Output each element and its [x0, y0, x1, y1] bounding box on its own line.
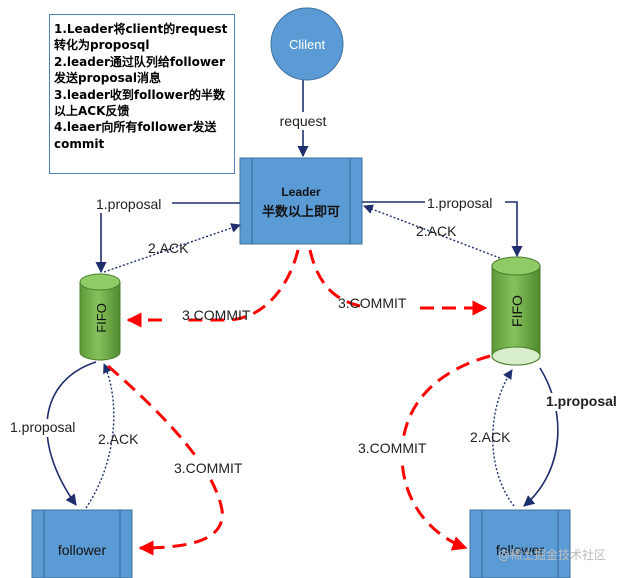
ack-right-top-label: 2.ACK — [416, 223, 457, 239]
ack-right-top-arrow — [363, 204, 501, 259]
note-line-1: 1.Leader将client的request — [54, 22, 228, 36]
proposal-left-bottom-arrow — [46, 361, 97, 506]
note-line-3: 2.leader通过队列给follower — [54, 54, 225, 69]
leader-title: Leader — [281, 185, 321, 199]
commit-left-bottom-label: 3.COMMIT — [174, 460, 243, 476]
commit-left-bottom-arrow — [107, 364, 224, 556]
proposal-right-top-label-bg — [425, 194, 505, 212]
client-label: Clilent — [289, 37, 326, 52]
note-line-7: 4.leaer向所有follower发送 — [54, 120, 217, 135]
ack-right-bottom-label: 2.ACK — [470, 429, 511, 445]
commit-right-bottom-label-bg — [356, 440, 438, 458]
fifo-left-node: FIFO — [79, 273, 121, 361]
proposal-left-top-label: 1.proposal — [96, 196, 161, 212]
ack-left-top-label: 2.ACK — [148, 240, 189, 256]
fifo-right-label: FIFO — [509, 295, 525, 327]
commit-left-top-label: 3.COMMIT — [182, 307, 251, 323]
note-line-4: 发送proposal消息 — [54, 71, 161, 86]
commit-left-bottom-label-bg — [172, 460, 256, 478]
note-line-5: 3.leader收到follower的半数 — [54, 87, 225, 102]
note-line-6: 以上ACK反馈 — [54, 104, 130, 119]
watermark-text: @稀土掘金技术社区 — [498, 548, 607, 562]
ack-left-bottom-label: 2.ACK — [98, 431, 139, 447]
leader-subtitle: 半数以上即可 — [262, 204, 340, 220]
client-node: Clilent — [270, 7, 344, 81]
fifo-left-label: FIFO — [94, 303, 109, 333]
proposal-right-top-arrow — [362, 201, 523, 258]
follower-left-label: follower — [58, 542, 107, 558]
fifo-right-node: FIFO — [491, 256, 541, 366]
follower-left-node: follower — [31, 509, 133, 578]
request-label-bg — [272, 112, 336, 130]
commit-left-top-arrow-a — [186, 249, 300, 322]
request-label: request — [280, 113, 327, 129]
ack-left-bottom-arrow — [85, 363, 115, 509]
proposal-right-bottom-label-bg — [544, 393, 630, 411]
proposal-left-top-label-bg — [94, 195, 172, 213]
commit-right-bottom-label: 3.COMMIT — [358, 440, 427, 456]
proposal-left-bottom-label: 1.proposal — [10, 419, 75, 435]
proposal-left-top-arrow — [95, 202, 240, 274]
proposal-right-bottom-label: 1.proposal — [546, 393, 617, 409]
leader-node: Leader 半数以上即可 — [239, 157, 363, 245]
commit-right-top-label: 3.COMMIT — [338, 295, 407, 311]
follower-right-label: follower — [496, 542, 545, 558]
follower-right-node: follower — [469, 509, 571, 578]
commit-right-top-arrow-a — [308, 249, 361, 308]
note-line-2: 转化为proposql — [54, 38, 150, 53]
note-line-8: commit — [54, 136, 105, 151]
proposal-right-top-label: 1.proposal — [427, 195, 492, 211]
proposal-left-bottom-label-bg — [8, 419, 88, 437]
proposal-right-bottom-arrow — [523, 367, 559, 507]
legend-note-box: 1.Leader将client的request 转化为proposql 2.le… — [49, 14, 235, 174]
